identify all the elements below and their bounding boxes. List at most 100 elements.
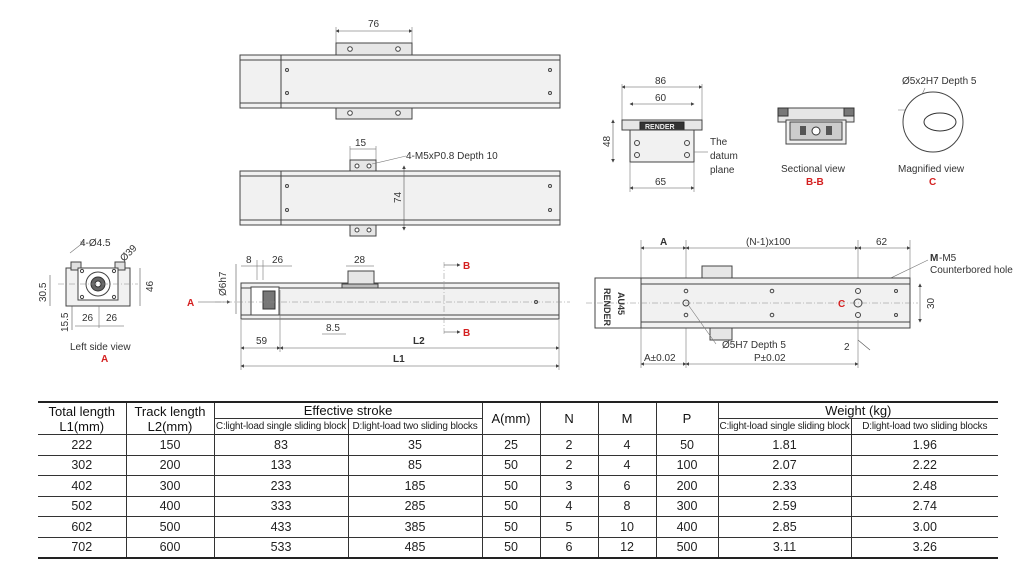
table-cell: 600 bbox=[125, 536, 215, 559]
col-l2-label: L2(mm) bbox=[147, 418, 193, 434]
plan-tap-note: -M5 bbox=[939, 253, 957, 264]
section-view: Sectional view B-B bbox=[777, 107, 855, 188]
table-cell: 400 bbox=[125, 495, 215, 517]
table-cell: 2.07 bbox=[717, 454, 852, 476]
table-cell: 4 bbox=[539, 495, 599, 517]
col-weight-single: C:light-load single sliding block bbox=[717, 418, 852, 435]
table-cell: 533 bbox=[213, 536, 349, 559]
table-cell: 12 bbox=[597, 536, 657, 559]
table-cell: 50 bbox=[655, 434, 719, 456]
left-side-view: 4-Ø4.5 Ø39 46 30.5 15.5 26 26 Left side … bbox=[38, 238, 156, 365]
plan-pin-note: Ø5H7 Depth 5 bbox=[722, 340, 786, 351]
dim-76: 76 bbox=[368, 19, 380, 30]
table-cell: 25 bbox=[481, 434, 541, 456]
table-cell: 150 bbox=[125, 434, 215, 456]
end-dim-60: 60 bbox=[655, 93, 667, 104]
end-brand: RENDER bbox=[645, 124, 675, 131]
left-dia: Ø39 bbox=[118, 243, 139, 264]
col-total-length-label: Total length bbox=[48, 403, 116, 419]
table-cell: 233 bbox=[213, 475, 349, 497]
left-hole-note: 4-Ø4.5 bbox=[80, 238, 111, 249]
table-cell: 333 bbox=[213, 495, 349, 517]
table-cell: 222 bbox=[38, 434, 127, 456]
plan-view: A (N-1)x100 62 M -M5 Counterbored hole R… bbox=[586, 237, 1013, 368]
table-cell: 50 bbox=[481, 454, 541, 476]
plan-dim-a: A bbox=[660, 237, 667, 248]
plan-tap-m: M bbox=[930, 253, 938, 264]
table-cell: 50 bbox=[481, 536, 541, 559]
plan-brand: RENDER bbox=[602, 288, 612, 327]
end-dim-65: 65 bbox=[655, 177, 667, 188]
plan-dim-30: 30 bbox=[926, 297, 937, 309]
plan-dim-2: 2 bbox=[844, 342, 850, 353]
table-cell: 100 bbox=[655, 454, 719, 476]
col-stroke-double: D:light-load two sliding blocks bbox=[347, 418, 483, 435]
section-ref: B-B bbox=[806, 177, 824, 188]
table-cell: 702 bbox=[38, 536, 127, 559]
left-dim-15-5: 15.5 bbox=[60, 312, 71, 332]
table-cell: 2.85 bbox=[717, 516, 852, 538]
table-cell: 1.81 bbox=[717, 434, 852, 456]
table-cell: 1.96 bbox=[850, 434, 999, 456]
left-view-label: Left side view bbox=[70, 342, 131, 353]
left-dim-26a: 26 bbox=[82, 313, 94, 324]
datum-note-1: The bbox=[710, 137, 728, 148]
plan-ref-c: C bbox=[838, 299, 845, 310]
table-cell: 10 bbox=[597, 516, 657, 538]
front-dim-6h7: Ø6h7 bbox=[218, 271, 229, 296]
front-dim-26: 26 bbox=[272, 255, 284, 266]
col-p: P bbox=[655, 401, 719, 435]
front-dim-l1: L1 bbox=[393, 354, 405, 365]
col-l1-label: L1(mm) bbox=[59, 418, 105, 434]
dim-74: 74 bbox=[393, 191, 404, 203]
plan-tap-note2: Counterbored hole bbox=[930, 265, 1013, 276]
table-cell: 6 bbox=[539, 536, 599, 559]
table-cell: 85 bbox=[347, 454, 483, 476]
magnified-note: Ø5x2H7 Depth 5 bbox=[902, 76, 977, 87]
front-dim-8-5: 8.5 bbox=[326, 323, 340, 334]
table-cell: 602 bbox=[38, 516, 127, 538]
table-cell: 502 bbox=[38, 495, 127, 517]
table-cell: 5 bbox=[539, 516, 599, 538]
front-dim-8: 8 bbox=[246, 255, 252, 266]
left-dim-46: 46 bbox=[145, 280, 156, 292]
end-dim-86: 86 bbox=[655, 76, 667, 87]
table-cell: 4 bbox=[597, 454, 657, 476]
table-cell: 83 bbox=[213, 434, 349, 456]
front-dim-28: 28 bbox=[354, 255, 366, 266]
front-view: A Ø6h7 8 26 28 B B 8.5 59 L2 L1 bbox=[187, 255, 570, 370]
table-cell: 2.59 bbox=[717, 495, 852, 517]
top-view: 76 bbox=[239, 19, 561, 120]
table-cell: 2.74 bbox=[850, 495, 999, 517]
table-cell: 3.11 bbox=[717, 536, 852, 559]
front-dim-59: 59 bbox=[256, 336, 268, 347]
table-cell: 50 bbox=[481, 516, 541, 538]
datum-note-3: plane bbox=[710, 165, 735, 176]
datum-note-2: datum bbox=[710, 151, 738, 162]
front-sec-b-bot: B bbox=[463, 328, 470, 339]
left-dim-26b: 26 bbox=[106, 313, 118, 324]
magnified-label: Magnified view bbox=[898, 164, 965, 175]
magnified-ref: C bbox=[929, 177, 936, 188]
plan-tol-a: A±0.02 bbox=[644, 353, 676, 364]
table-cell: 133 bbox=[213, 454, 349, 476]
table-cell: 8 bbox=[597, 495, 657, 517]
table-cell: 35 bbox=[347, 434, 483, 456]
left-view-ref: A bbox=[101, 354, 108, 365]
plan-dim-62: 62 bbox=[876, 237, 888, 248]
table-cell: 2.48 bbox=[850, 475, 999, 497]
table-cell: 6 bbox=[597, 475, 657, 497]
col-m: M bbox=[597, 401, 657, 435]
plan-dim-pitch: (N-1)x100 bbox=[746, 237, 791, 248]
magnified-view: Ø5x2H7 Depth 5 Magnified view C bbox=[898, 76, 977, 188]
col-effective-stroke: Effective stroke bbox=[213, 401, 483, 419]
dim-15: 15 bbox=[355, 138, 367, 149]
table-cell: 433 bbox=[213, 516, 349, 538]
table-cell: 4 bbox=[597, 434, 657, 456]
